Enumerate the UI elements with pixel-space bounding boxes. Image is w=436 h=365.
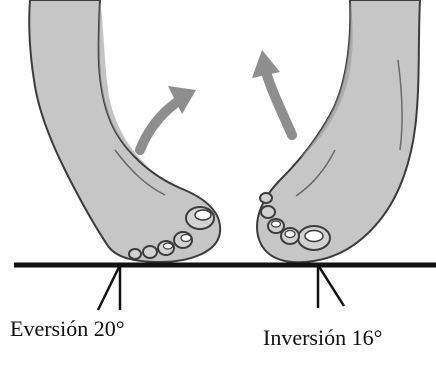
right-toe-4	[261, 206, 275, 218]
right-foot	[257, 0, 420, 262]
right-toenail-2	[285, 231, 295, 238]
eversion-label: Eversión 20°	[10, 318, 125, 340]
right-toenail-3	[272, 221, 281, 227]
inversion-arrow-icon	[252, 50, 292, 135]
right-toe-5	[260, 193, 272, 203]
inversion-label: Inversión 16°	[263, 327, 382, 349]
left-toenail-2	[181, 235, 191, 242]
left-toe-5	[129, 249, 141, 259]
right-big-toenail	[305, 231, 323, 242]
left-foot	[29, 0, 220, 262]
left-toenail-3	[164, 243, 173, 249]
eversion-arrow-icon	[140, 86, 196, 150]
left-big-toenail	[195, 210, 211, 220]
left-angle-marker	[98, 265, 120, 310]
right-angle-marker	[318, 265, 344, 308]
left-toe-4	[143, 246, 157, 258]
